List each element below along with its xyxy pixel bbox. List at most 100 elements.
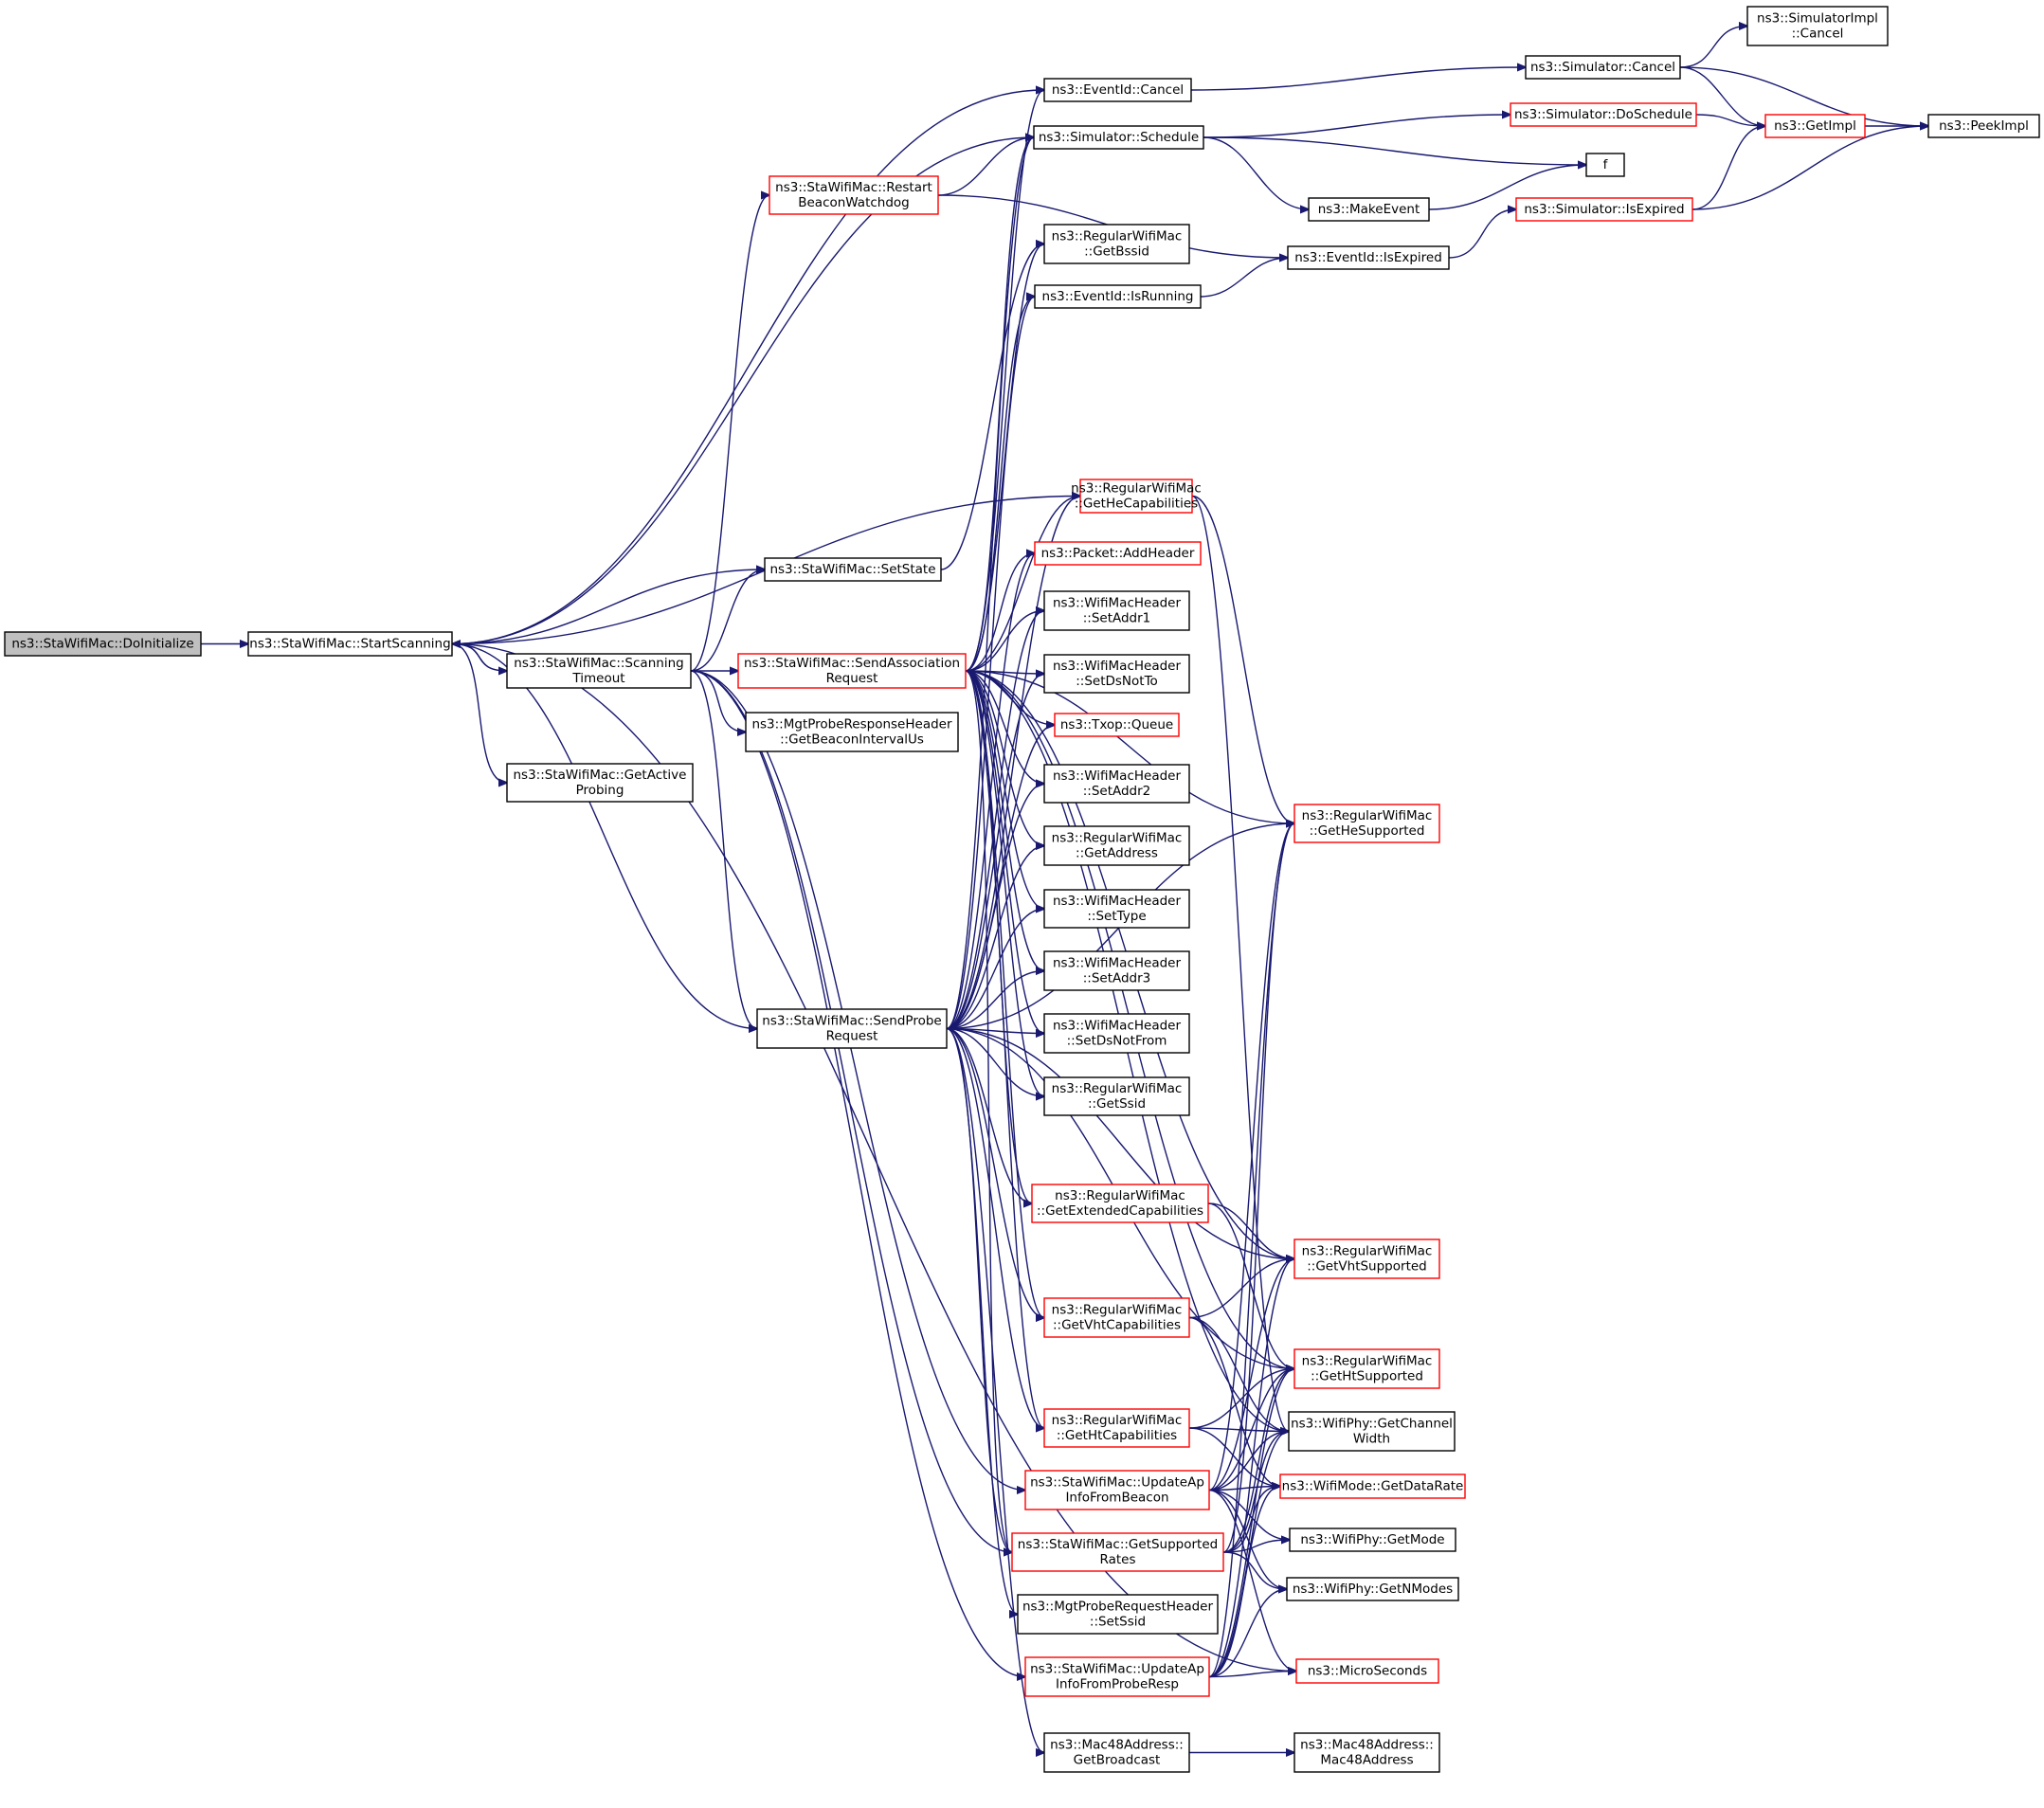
node-ns3-wifimacheader-setaddr2[interactable]: ns3::WifiMacHeader::SetAddr2 [1043,764,1190,804]
node-ns3-packet-addheader[interactable]: ns3::Packet::AddHeader [1034,541,1202,566]
node-ns3-mac48address-getbroadcast[interactable]: ns3::Mac48Address::GetBroadcast [1043,1732,1190,1773]
node-ns3-wifimode-getdatarate[interactable]: ns3::WifiMode::GetDataRate [1279,1474,1466,1499]
node-ns3-wifimacheader-settype[interactable]: ns3::WifiMacHeader::SetType [1043,889,1190,929]
edge-path [946,784,1044,1030]
node-label-line: ns3::MgtProbeResponseHeader [751,717,952,732]
node-ns3-txop-queue[interactable]: ns3::Txop::Queue [1054,713,1180,737]
edge-path [1222,1551,1287,1589]
node-ns3-regularwifimac-gethtcapabilities[interactable]: ns3::RegularWifiMac::GetHtCapabilities [1043,1408,1190,1448]
node-ns3-eventid-isexpired[interactable]: ns3::EventId::IsExpired [1287,245,1450,270]
node-ns3-stawifimac-startscanning[interactable]: ns3::StaWifiMac::StartScanning [247,631,453,657]
edge-path [690,670,757,1029]
node-ns3-simulator-doschedule[interactable]: ns3::Simulator::DoSchedule [1510,102,1697,127]
node-box [1043,78,1192,102]
edge-path [946,971,1044,1030]
node-box [764,557,942,582]
node-ns3-regularwifimac-getextendedcapabilities[interactable]: ns3::RegularWifiMac::GetExtendedCapabili… [1031,1184,1209,1223]
node-ns3-wifiphy-getmode[interactable]: ns3::WifiPhy::GetMode [1289,1528,1456,1552]
node-label-line: GetBroadcast [1074,1753,1161,1768]
node-ns3-simulator-isexpired[interactable]: ns3::Simulator::IsExpired [1515,197,1693,222]
edge-path [1208,1489,1287,1590]
edge-path [1190,67,1526,91]
node-box [1024,1470,1210,1510]
node-ns3-regularwifimac-gethecapabilities[interactable]: ns3::RegularWifiMac::GetHeCapabilities [1071,479,1202,514]
node-ns3-wifimacheader-setdsnotfrom[interactable]: ns3::WifiMacHeader::SetDsNotFrom [1043,1013,1190,1054]
node-ns3-simulator-schedule[interactable]: ns3::Simulator::Schedule [1033,125,1204,150]
node-ns3-simulatorimpl-cancel[interactable]: ns3::SimulatorImpl::Cancel [1746,6,1889,46]
node-ns3-regularwifimac-getaddress[interactable]: ns3::RegularWifiMac::GetAddress [1043,825,1190,866]
node-ns3-regularwifimac-getvhtcapabilities[interactable]: ns3::RegularWifiMac::GetVhtCapabilities [1043,1297,1190,1338]
node-box [247,631,453,657]
node-label-line: ns3::Simulator::IsExpired [1524,202,1684,217]
node-ns3-mgtproberesponseheader-getbeaconintervalus[interactable]: ns3::MgtProbeResponseHeader::GetBeaconIn… [745,712,959,752]
node-ns3-simulator-cancel[interactable]: ns3::Simulator::Cancel [1525,55,1681,80]
node-box [1043,224,1190,264]
edge-scan-to-restart [690,195,769,672]
node-ns3-mac48address-mac48address[interactable]: ns3::Mac48Address::Mac48Address [1293,1732,1440,1773]
node-ns3-makeevent[interactable]: ns3::MakeEvent [1308,197,1430,222]
edge-sendprobe-to-simsched [946,137,1034,1030]
node-ns3-mgtproberequestheader-setssid[interactable]: ns3::MgtProbeRequestHeader::SetSsid [1017,1594,1219,1635]
node-label-line: ns3::RegularWifiMac [1055,1188,1185,1203]
edge-path [965,553,1035,672]
edge-path [1691,126,1765,210]
edge-isrunning-to-isexpired [1200,258,1288,298]
edge-path [1208,1259,1294,1678]
edge-path [965,497,1080,672]
node-ns3-microseconds[interactable]: ns3::MicroSeconds [1295,1658,1439,1684]
edge-path [946,1027,1018,1615]
node-ns3-regularwifimac-getvhtsupported[interactable]: ns3::RegularWifiMac::GetVhtSupported [1293,1238,1440,1279]
edge-path [1200,258,1288,298]
edge-sendassoc-to-gethesup [965,670,1294,823]
node-ns3-stawifimac-doinitialize[interactable]: ns3::StaWifiMac::DoInitialize [4,631,202,657]
edge-updbeacon-to-getvhtsup [1208,1259,1294,1492]
node-label-line: ::GetVhtSupported [1307,1259,1426,1275]
edge-sendprobe-to-setaddr2 [946,784,1044,1030]
node-box [1287,245,1450,270]
node-box [1525,55,1681,80]
node-label-line: f [1603,157,1609,172]
node-ns3-getimpl[interactable]: ns3::GetImpl [1764,114,1866,138]
edge-path [946,1027,1044,1318]
node-ns3-stawifimac-setstate[interactable]: ns3::StaWifiMac::SetState [764,557,942,582]
edge-path [1222,823,1294,1553]
node-ns3-wifimacheader-setaddr1[interactable]: ns3::WifiMacHeader::SetAddr1 [1043,590,1190,631]
edge-updprobe-to-microsec [1208,1672,1296,1678]
node-ns3-peekimpl[interactable]: ns3::PeekImpl [1927,114,2040,138]
node-label-line: ns3::StaWifiMac::DoInitialize [11,637,193,652]
edge-path [1207,1202,1294,1369]
node-ns3-regularwifimac-getbssid[interactable]: ns3::RegularWifiMac::GetBssid [1043,224,1190,264]
node-label-line: ::SetAddr2 [1083,784,1151,799]
edge-start-to-getactive [451,642,507,784]
edge-path [965,670,1044,1096]
edge-getextcap-to-getvhtsup [1207,1202,1294,1259]
edge-path [1428,165,1586,210]
edge-simsched-to-makeevent [1203,136,1309,209]
edge-path [946,1027,1044,1097]
node-box [1043,764,1190,804]
node-ns3-regularwifimac-gethtsupported[interactable]: ns3::RegularWifiMac::GetHtSupported [1293,1348,1440,1389]
node-ns3-wifimacheader-setaddr3[interactable]: ns3::WifiMacHeader::SetAddr3 [1043,950,1190,991]
node-ns3-wifimacheader-setdsnotto[interactable]: ns3::WifiMacHeader::SetDsNotTo [1043,654,1190,694]
node-ns3-regularwifimac-gethesupported[interactable]: ns3::RegularWifiMac::GetHeSupported [1293,804,1440,843]
edge-path [1188,1369,1294,1429]
node-ns3-regularwifimac-getssid[interactable]: ns3::RegularWifiMac::GetSsid [1043,1076,1190,1116]
edge-path [965,90,1044,672]
node-box [1308,197,1430,222]
node-ns3-eventid-cancel[interactable]: ns3::EventId::Cancel [1043,78,1192,102]
node-f[interactable]: f [1585,153,1625,177]
edge-sendassoc-to-simsched [965,137,1034,672]
edge-path [1208,1489,1296,1672]
node-ns3-eventid-isrunning[interactable]: ns3::EventId::IsRunning [1034,284,1202,309]
node-ns3-stawifimac-updateap-infofromproberesp[interactable]: ns3::StaWifiMac::UpdateApInfoFromProbeRe… [1024,1656,1210,1697]
node-ns3-wifiphy-getnmodes[interactable]: ns3::WifiPhy::GetNModes [1286,1577,1459,1601]
edge-path [451,642,507,784]
